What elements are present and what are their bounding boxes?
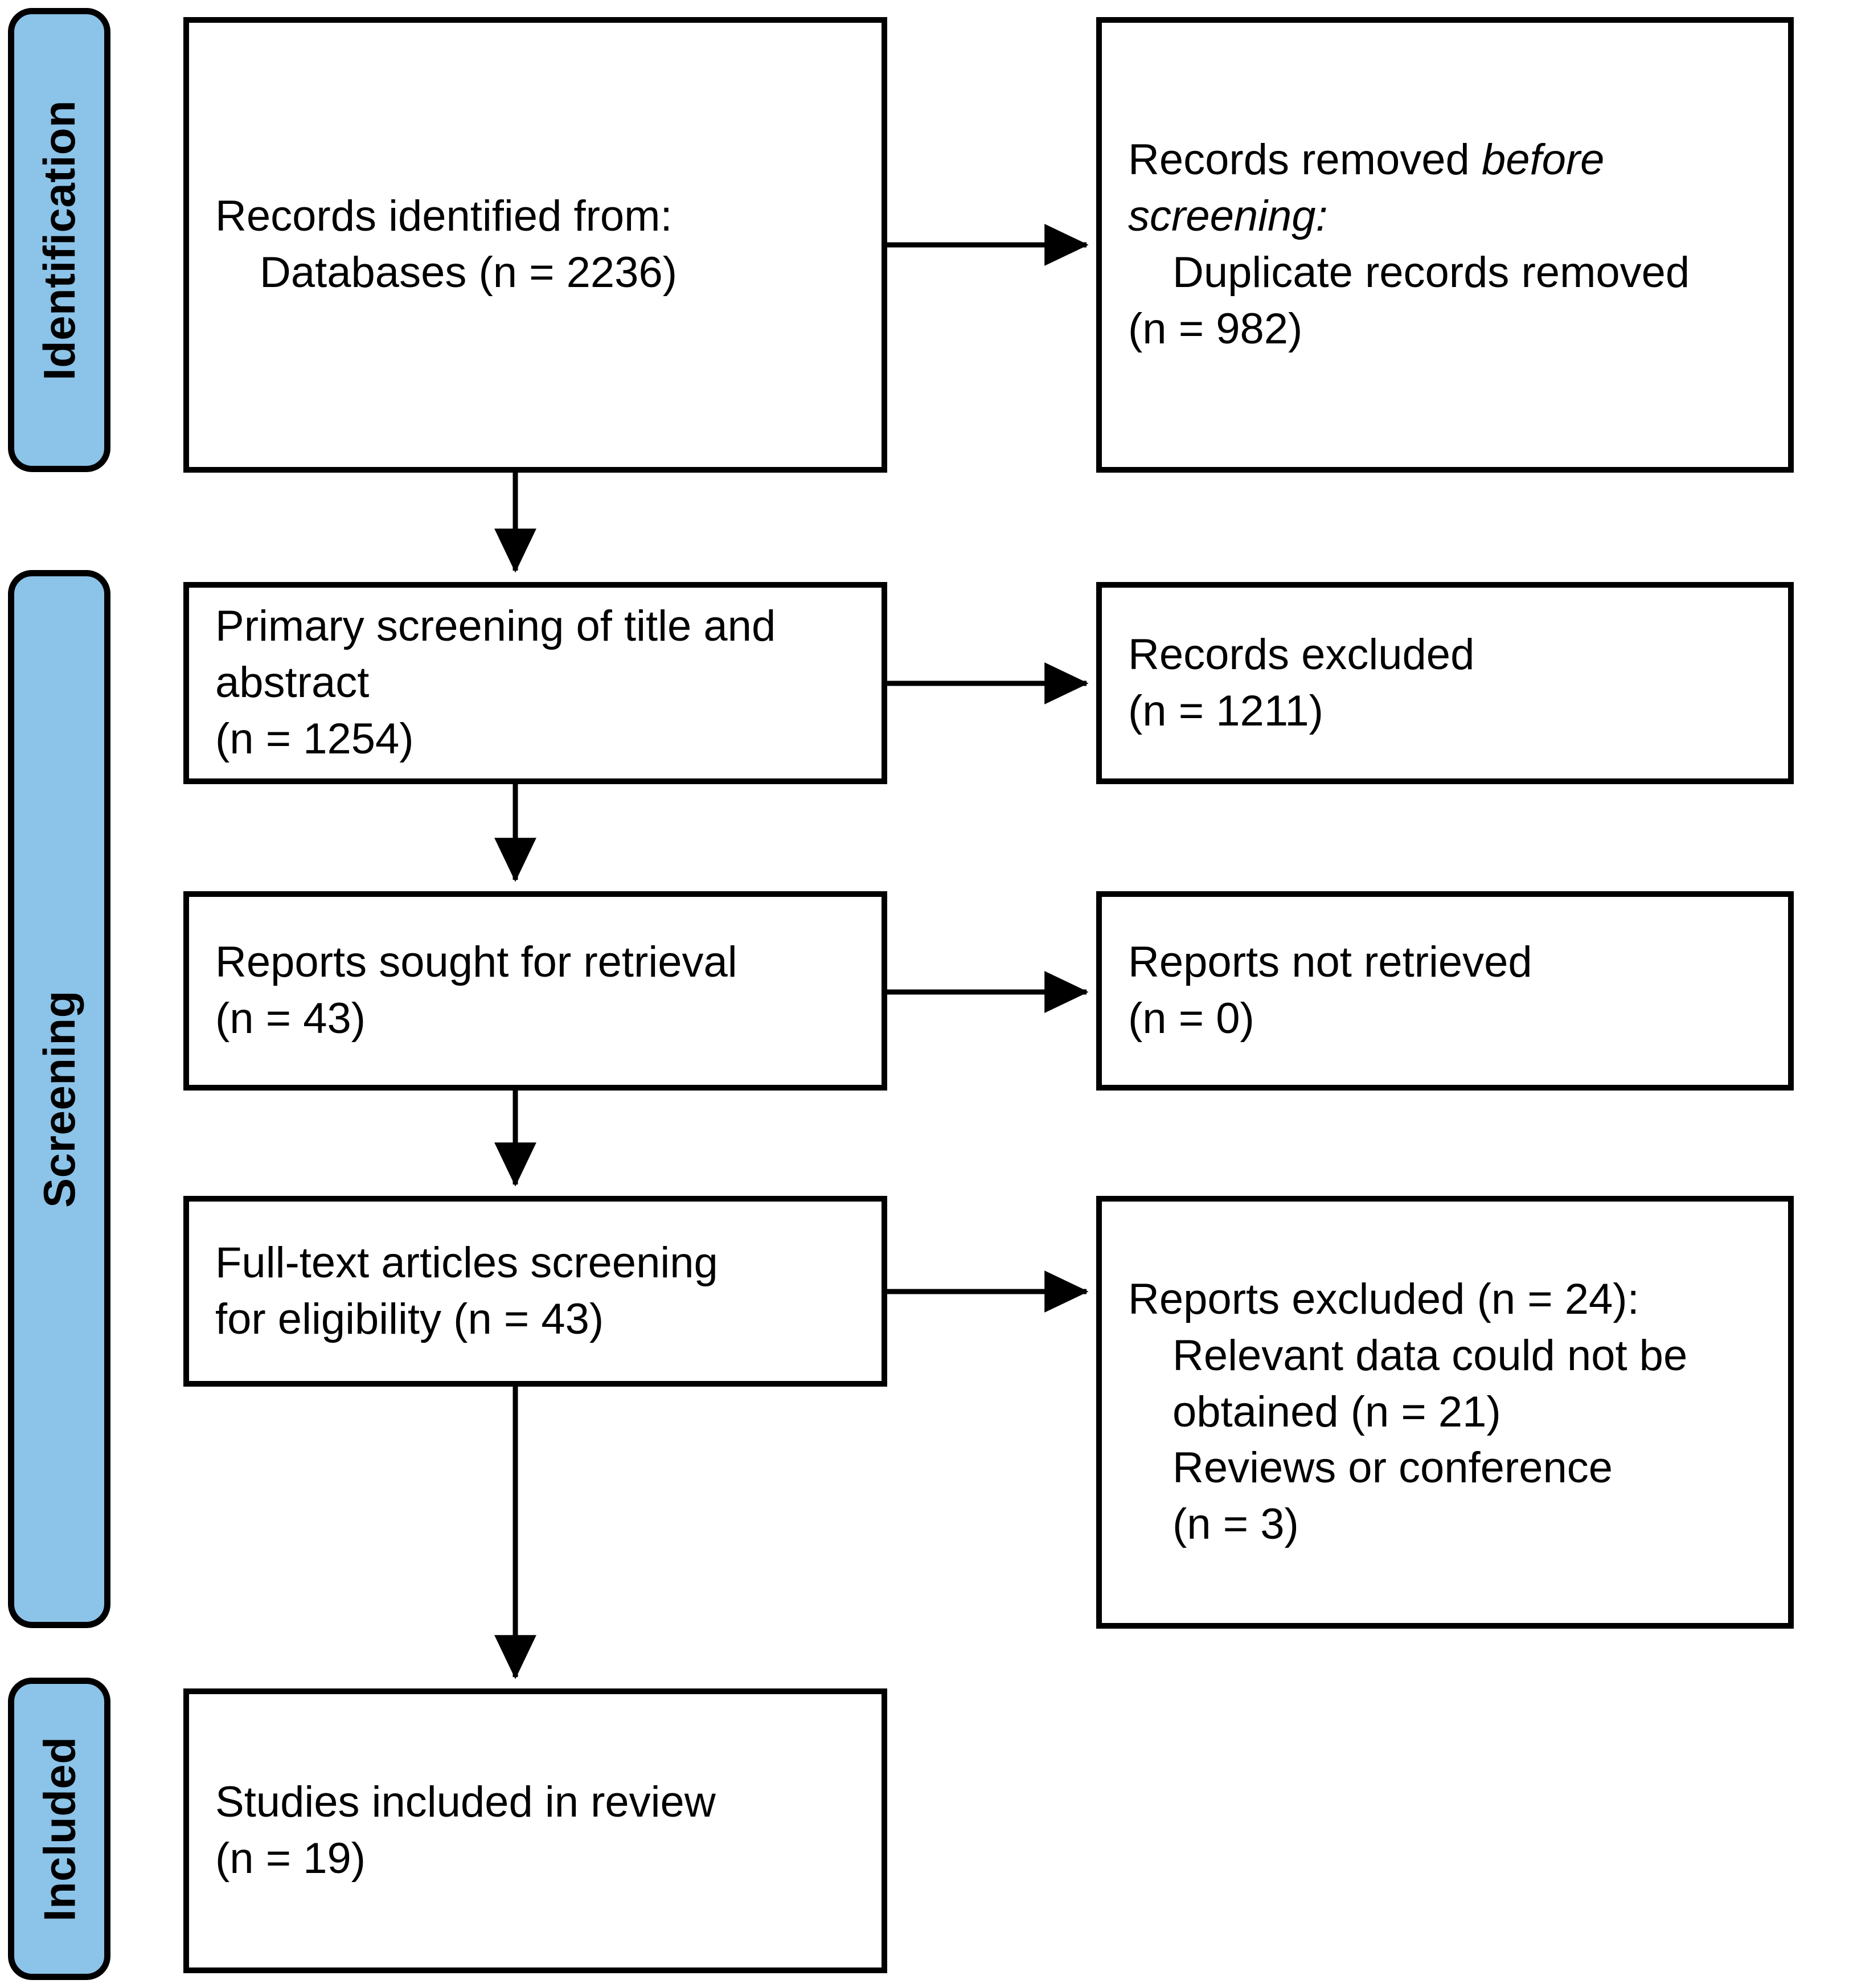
box-reports-excluded: Reports excluded (n = 24): Relevant data… [1096, 1196, 1794, 1629]
studies-included-line-2: (n = 19) [215, 1834, 366, 1883]
primary-screening-line-1: Primary screening of title and [215, 602, 776, 651]
reports-excluded-line-4: Reviews or conference [1172, 1444, 1613, 1493]
records-excluded-line-2: (n = 1211) [1128, 686, 1323, 735]
box-records-excluded: Records excluded (n = 1211) [1096, 582, 1794, 784]
records-removed-line-3: Duplicate records removed [1172, 248, 1690, 297]
records-removed-line-2: screening: [1128, 192, 1328, 241]
box-fulltext-screening: Full-text articles screening for eligibi… [183, 1196, 887, 1387]
reports-excluded-line-3: obtained (n = 21) [1172, 1387, 1501, 1436]
records-identified-line-2: Databases (n = 2236) [260, 248, 678, 297]
box-records-removed: Records removed before screening: Duplic… [1096, 17, 1794, 473]
phase-label-included-text: Included [34, 1736, 84, 1921]
studies-included-line-1: Studies included in review [215, 1778, 716, 1827]
reports-sought-line-2: (n = 43) [215, 994, 366, 1043]
box-records-identified: Records identified from: Databases (n = … [183, 17, 887, 473]
box-primary-screening: Primary screening of title and abstract … [183, 582, 887, 784]
fulltext-screening-line-2: for eligibility (n = 43) [215, 1294, 604, 1343]
fulltext-screening-line-1: Full-text articles screening [215, 1238, 718, 1287]
records-removed-line-1-lead: Records removed [1128, 136, 1482, 185]
reports-sought-line-1: Reports sought for retrieval [215, 938, 737, 987]
reports-excluded-line-5: (n = 3) [1172, 1500, 1299, 1549]
phase-label-identification-text: Identification [34, 100, 84, 380]
box-studies-included: Studies included in review (n = 19) [183, 1688, 887, 1973]
reports-not-retrieved-line-1: Reports not retrieved [1128, 938, 1532, 987]
box-reports-sought: Reports sought for retrieval (n = 43) [183, 891, 887, 1091]
phase-label-included: Included [8, 1678, 110, 1980]
phase-label-screening-text: Screening [34, 990, 85, 1208]
box-reports-not-retrieved: Reports not retrieved (n = 0) [1096, 891, 1794, 1091]
records-removed-line-1: Records removed before [1128, 132, 1762, 188]
reports-excluded-line-1: Reports excluded (n = 24): [1128, 1275, 1639, 1323]
records-removed-line-1-emphasis: before [1481, 136, 1605, 185]
phase-label-identification: Identification [8, 8, 110, 472]
phase-label-screening: Screening [8, 570, 110, 1628]
reports-not-retrieved-line-2: (n = 0) [1128, 994, 1254, 1043]
records-identified-line-1: Records identified from: [215, 192, 673, 241]
records-removed-line-4: (n = 982) [1128, 304, 1303, 353]
reports-excluded-line-2: Relevant data could not be [1172, 1331, 1688, 1380]
primary-screening-line-3: (n = 1254) [215, 714, 414, 763]
records-excluded-line-1: Records excluded [1128, 630, 1475, 679]
primary-screening-line-2: abstract [215, 658, 370, 707]
